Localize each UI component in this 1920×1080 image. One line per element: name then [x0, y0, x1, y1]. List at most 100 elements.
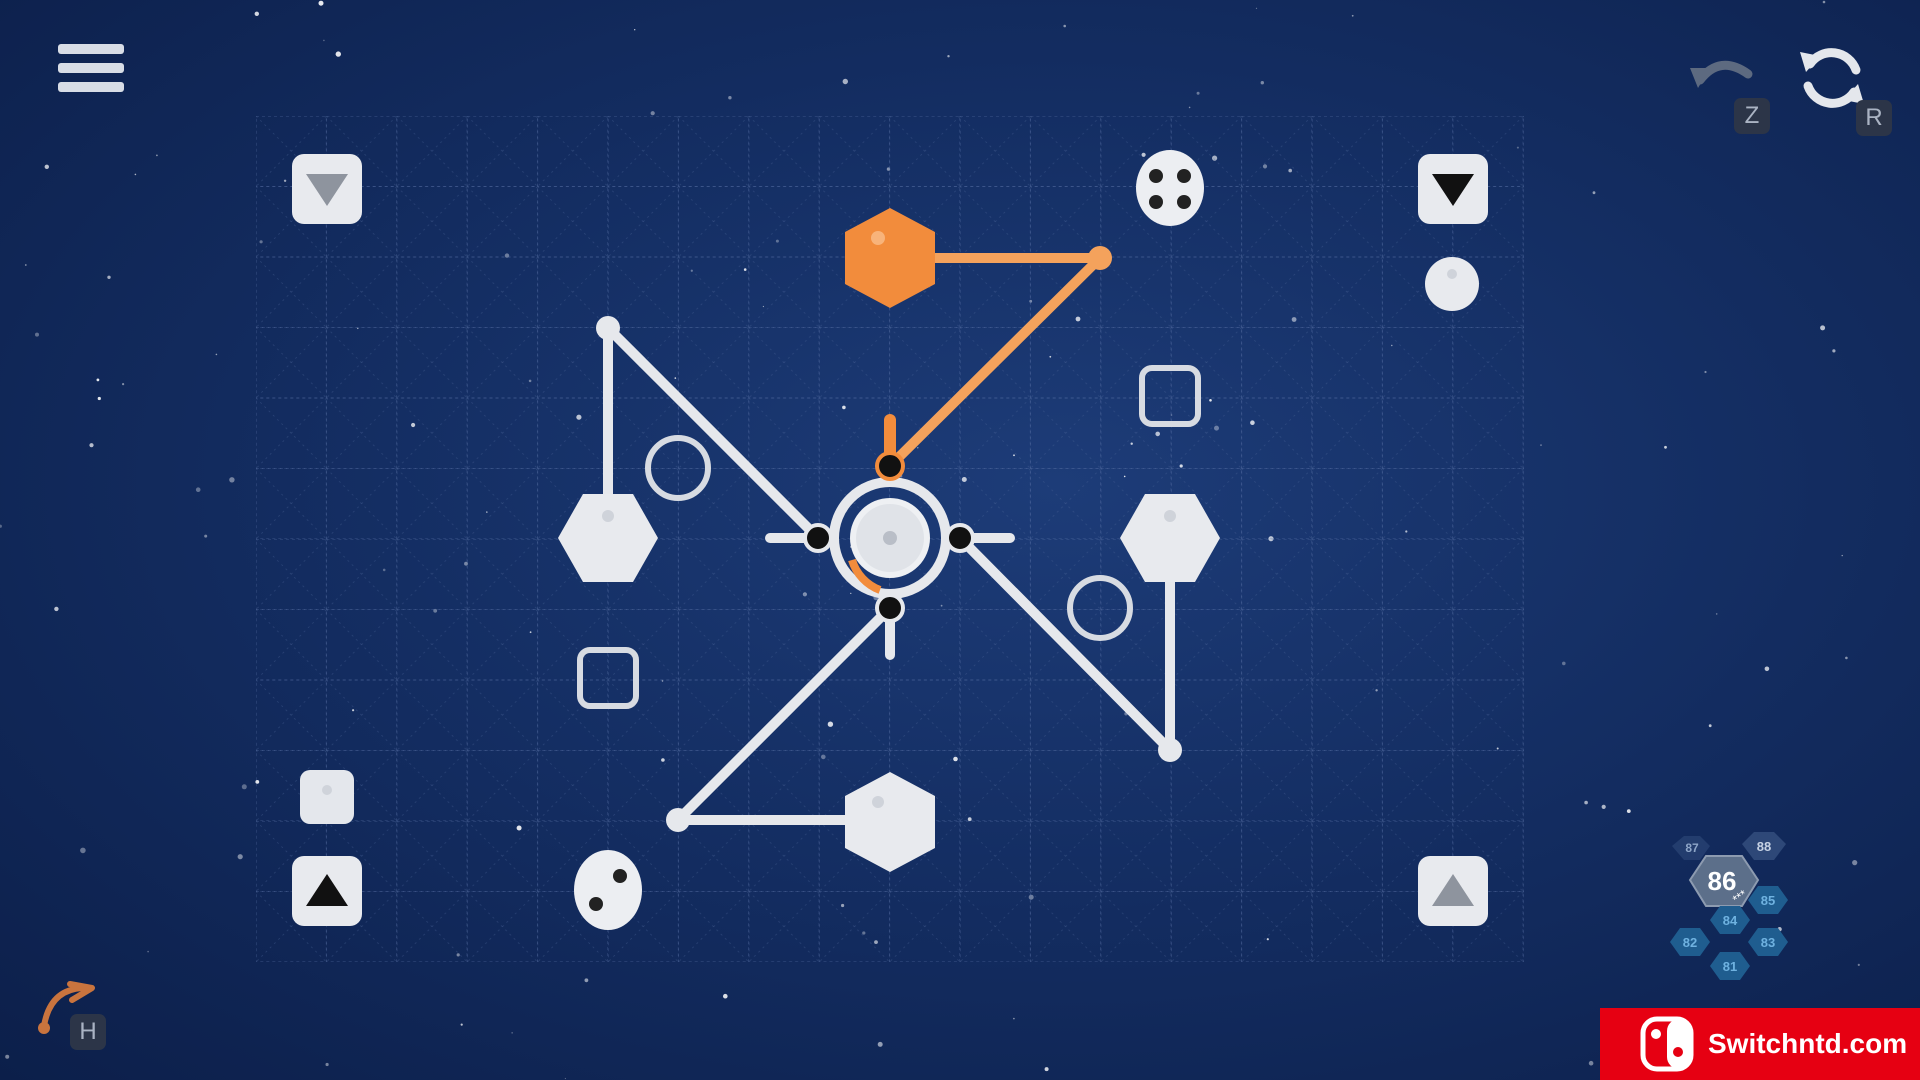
line-endpoint-node[interactable]: [596, 316, 620, 340]
star: [156, 154, 158, 157]
level-hex-current[interactable]: 86 ***: [1688, 855, 1760, 907]
square-target-outline: [1139, 365, 1201, 427]
level-label: 85: [1761, 893, 1775, 908]
undo-arrow-icon: [1690, 60, 1753, 88]
star: [1664, 445, 1667, 449]
line-endpoint-node[interactable]: [1158, 738, 1182, 762]
level-label: 84: [1723, 913, 1738, 928]
refresh-icon: [1800, 48, 1864, 108]
star: [1592, 191, 1596, 195]
small-round-piece[interactable]: [1425, 257, 1479, 311]
star: [96, 378, 100, 382]
star: [1351, 14, 1354, 17]
star: [229, 477, 235, 483]
star: [650, 111, 655, 116]
orange-hexagon-piece[interactable]: [845, 208, 935, 308]
orange-endpoint-node[interactable]: [1088, 246, 1112, 270]
star: [1626, 809, 1631, 813]
star: [215, 353, 218, 356]
star: [241, 784, 247, 790]
star: [1013, 1017, 1015, 1020]
white-hexagon-piece[interactable]: [845, 772, 935, 872]
reset-key-badge: R: [1856, 100, 1892, 136]
star: [122, 383, 125, 386]
undo-button[interactable]: Z: [1684, 50, 1784, 140]
star: [323, 39, 325, 42]
menu-button[interactable]: [58, 44, 124, 104]
triangle-down-light-tile[interactable]: [292, 154, 362, 224]
dice-two-piece[interactable]: [574, 850, 642, 930]
level-hex[interactable]: 88: [1742, 832, 1786, 860]
star: [1820, 325, 1826, 331]
level-map-widget[interactable]: 87 88 86 *** 85 84 83 82 81: [1650, 826, 1800, 996]
white-hexagon-piece[interactable]: [558, 494, 658, 582]
triangle-up-light-tile[interactable]: [1418, 856, 1488, 926]
triangle-down-dark-tile[interactable]: [1418, 154, 1488, 224]
star: [89, 443, 94, 448]
level-hex[interactable]: 81: [1710, 952, 1750, 980]
level-hex[interactable]: 85: [1748, 886, 1788, 914]
star: [460, 1023, 463, 1026]
star: [195, 487, 201, 493]
star: [1852, 860, 1858, 866]
site-name: Switchntd.com: [1708, 1028, 1908, 1059]
circle-target-outline: [1067, 575, 1133, 641]
star: [80, 847, 86, 854]
star: [147, 950, 149, 953]
level-hex[interactable]: 84: [1710, 906, 1750, 934]
star: [1044, 1067, 1049, 1072]
white-line-segment: [955, 533, 1175, 755]
star: [254, 11, 259, 16]
star: [335, 51, 341, 57]
star: [1588, 1060, 1594, 1066]
star: [237, 854, 243, 860]
dice-four-piece[interactable]: [1136, 150, 1204, 226]
white-line-segment: [603, 323, 823, 543]
star: [1063, 24, 1066, 28]
star: [1764, 666, 1770, 672]
star: [584, 978, 589, 983]
level-label: 83: [1761, 935, 1775, 950]
star: [54, 606, 59, 612]
current-level-label: 86: [1708, 866, 1737, 896]
star: [107, 275, 111, 279]
nintendo-switch-logo-icon: [1640, 1016, 1694, 1072]
star: [1601, 804, 1606, 810]
hint-button[interactable]: H: [30, 970, 116, 1058]
star: [0, 524, 2, 528]
star: [44, 164, 49, 169]
star: [1857, 963, 1860, 967]
square-target-outline: [577, 647, 639, 709]
star: [842, 78, 848, 85]
level-hex-faded[interactable]: 87: [1672, 836, 1710, 860]
small-square-piece[interactable]: [300, 770, 354, 824]
star: [1845, 656, 1848, 660]
central-hub[interactable]: [803, 451, 975, 623]
star: [97, 396, 101, 401]
star: [204, 534, 208, 538]
star: [877, 1041, 883, 1047]
level-hex[interactable]: 82: [1670, 928, 1710, 956]
star: [1832, 349, 1836, 353]
white-line-segment: [673, 603, 895, 825]
star: [634, 29, 636, 31]
hamburger-icon: [58, 44, 124, 54]
star: [1540, 444, 1542, 446]
white-hexagon-piece[interactable]: [1120, 494, 1220, 582]
line-endpoint-node[interactable]: [666, 808, 690, 832]
level-label: 82: [1683, 935, 1697, 950]
triangle-up-dark-tile[interactable]: [292, 856, 362, 926]
star: [325, 1062, 329, 1067]
star: [24, 264, 27, 266]
undo-key-badge: Z: [1734, 98, 1770, 134]
star: [1708, 724, 1712, 728]
star: [1584, 800, 1588, 805]
reset-button[interactable]: R: [1792, 38, 1902, 142]
star: [564, 1077, 567, 1080]
star: [1562, 661, 1566, 666]
level-hex[interactable]: 83: [1748, 928, 1788, 956]
star: [1260, 81, 1265, 85]
hint-arrow-icon: [38, 981, 95, 1034]
site-watermark: Switchntd.com: [1600, 1008, 1920, 1080]
